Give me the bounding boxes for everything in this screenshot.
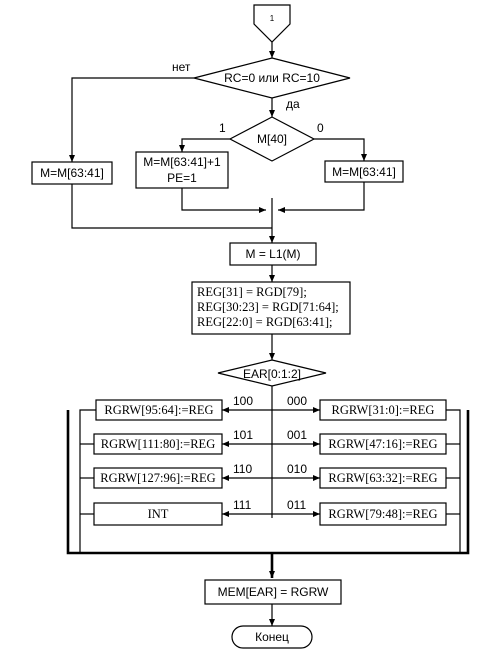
right-collector bbox=[446, 409, 461, 553]
reg-line-1: REG[31] = RGD[79]; bbox=[197, 285, 307, 299]
case-left-111-code: 111 bbox=[233, 498, 252, 512]
decision-rc-yes-label: да bbox=[286, 97, 300, 111]
case-right-001-code: 001 bbox=[287, 428, 307, 442]
case-right-011-action: RGRW[79:48]:=REG bbox=[328, 507, 437, 521]
case-right-000-action: RGRW[31:0]:=REG bbox=[332, 403, 435, 417]
case-left-111-action: INT bbox=[148, 507, 169, 521]
box-mem-text: MEM[EAR] = RGRW bbox=[218, 585, 329, 599]
decision-m40 bbox=[228, 116, 316, 162]
box-reg-assign bbox=[191, 281, 351, 335]
box-mem bbox=[204, 579, 342, 605]
decision-rc-text: RC=0 или RC=10 bbox=[224, 71, 320, 85]
case-right-001-action: RGRW[47:16]:=REG bbox=[328, 437, 437, 451]
box-left-text: M=M[63:41] bbox=[40, 166, 104, 180]
decision-rc-no-label: нет bbox=[172, 60, 191, 74]
reg-line-3: REG[22:0] = RGD[63:41]; bbox=[197, 315, 333, 329]
terminator-text: Конец bbox=[255, 630, 289, 644]
case-right-000-code: 000 bbox=[287, 394, 307, 408]
terminator bbox=[231, 625, 313, 649]
box-middle-line2: PE=1 bbox=[167, 171, 197, 185]
case-right-011-code: 011 bbox=[287, 498, 306, 512]
box-l1-text: M = L1(M) bbox=[245, 247, 300, 261]
reg-line-2: REG[30:23] = RGD[71:64]; bbox=[197, 300, 339, 314]
decision-m40-zero-label: 0 bbox=[317, 121, 324, 135]
case-left-100-action: RGRW[95:64]:=REG bbox=[104, 403, 213, 417]
decision-m40-one-label: 1 bbox=[219, 121, 226, 135]
case-left-101-code: 101 bbox=[233, 428, 253, 442]
case-right-010-code: 010 bbox=[287, 462, 307, 476]
connector-label: 1 bbox=[270, 14, 275, 23]
box-middle bbox=[135, 151, 229, 189]
box-right-text: M=M[63:41] bbox=[332, 165, 396, 179]
case-left-110-code: 110 bbox=[233, 462, 252, 476]
box-l1 bbox=[229, 242, 317, 266]
case-left-100-code: 100 bbox=[233, 394, 253, 408]
case-left-110-action: RGRW[127:96]:=REG bbox=[100, 471, 215, 485]
case-right-010-action: RGRW[63:32]:=REG bbox=[328, 471, 437, 485]
offpage-connector bbox=[253, 4, 291, 43]
case-left-101-action: RGRW[111:80]:=REG bbox=[101, 437, 215, 451]
decision-m40-text: M[40] bbox=[257, 132, 287, 146]
decision-ear-text: EAR[0:1:2] bbox=[243, 367, 301, 381]
box-middle-line1: M=M[63:41]+1 bbox=[143, 155, 221, 169]
left-collector bbox=[66, 409, 470, 555]
